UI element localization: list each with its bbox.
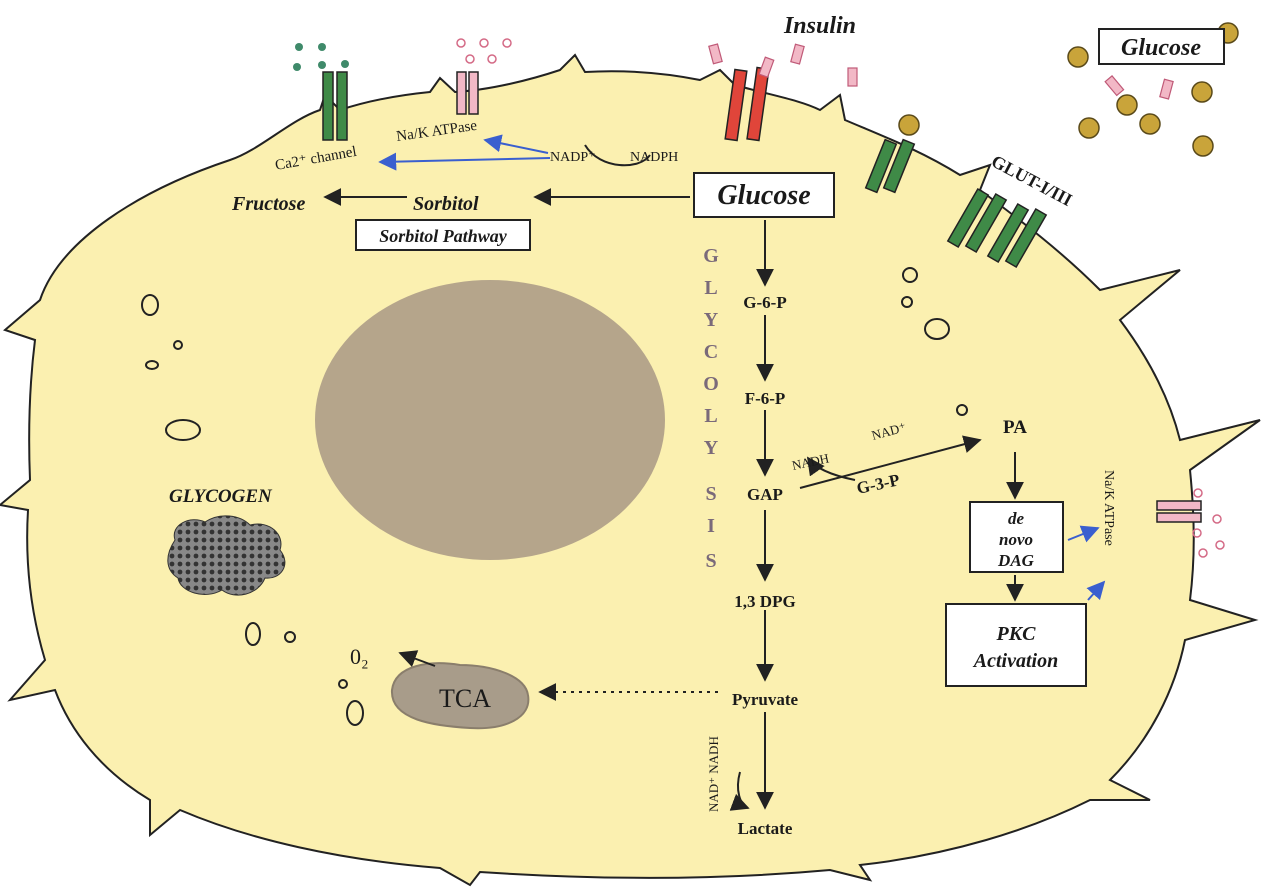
fructose-label: Fructose bbox=[231, 193, 305, 215]
glucose-inside-label: Glucose bbox=[717, 180, 810, 211]
sorbitol-pathway-label: Sorbitol Pathway bbox=[379, 226, 508, 246]
glycolysis-letter: L bbox=[704, 277, 717, 299]
glycolysis-letter: I bbox=[707, 515, 715, 537]
ca-ions bbox=[293, 43, 349, 71]
dag-line-1: de bbox=[1008, 509, 1025, 528]
glycolysis-letter: Y bbox=[704, 437, 719, 459]
lactate-label: Lactate bbox=[738, 819, 793, 838]
glucose-outside-label: Glucose bbox=[1121, 35, 1201, 61]
sorbitol-label: Sorbitol bbox=[413, 193, 479, 215]
nadp-plus-label: NADP⁺ bbox=[550, 150, 596, 165]
pa-label: PA bbox=[1003, 417, 1027, 438]
glycolysis-letter: S bbox=[705, 483, 716, 505]
nucleus bbox=[315, 280, 665, 560]
pyruvate-label: Pyruvate bbox=[732, 690, 799, 709]
insulin-label: Insulin bbox=[783, 13, 856, 39]
glycolysis-letter: S bbox=[705, 550, 716, 572]
dag-line-2: novo bbox=[999, 530, 1033, 549]
na-ions-top bbox=[457, 39, 511, 63]
pkc-line-2: Activation bbox=[972, 650, 1058, 672]
tca-label: TCA bbox=[439, 684, 491, 713]
glycolysis-letter: O bbox=[703, 373, 719, 395]
dpg-label: 1,3 DPG bbox=[734, 592, 795, 611]
glycolysis-letter: C bbox=[704, 341, 718, 363]
glycolysis-letter: Y bbox=[704, 309, 719, 331]
f6p-label: F-6-P bbox=[745, 389, 786, 408]
glycolysis-letter: L bbox=[704, 405, 717, 427]
g6p-label: G-6-P bbox=[743, 293, 786, 312]
pkc-line-1: PKC bbox=[996, 623, 1037, 645]
nadph-label: NADPH bbox=[630, 150, 678, 165]
glycogen-label: GLYCOGEN bbox=[169, 486, 273, 507]
nad-lactate-label: NAD⁺ NADH bbox=[706, 736, 721, 812]
pkc-box bbox=[946, 604, 1086, 686]
na-k-atpase-right-label: Na/K ATPase bbox=[1101, 470, 1116, 546]
gap-label: GAP bbox=[747, 485, 783, 504]
dag-line-3: DAG bbox=[997, 551, 1035, 570]
na-ions-right bbox=[1193, 489, 1224, 557]
glycolysis-letter: G bbox=[703, 245, 719, 267]
o2-label: 0₂ bbox=[350, 644, 369, 669]
